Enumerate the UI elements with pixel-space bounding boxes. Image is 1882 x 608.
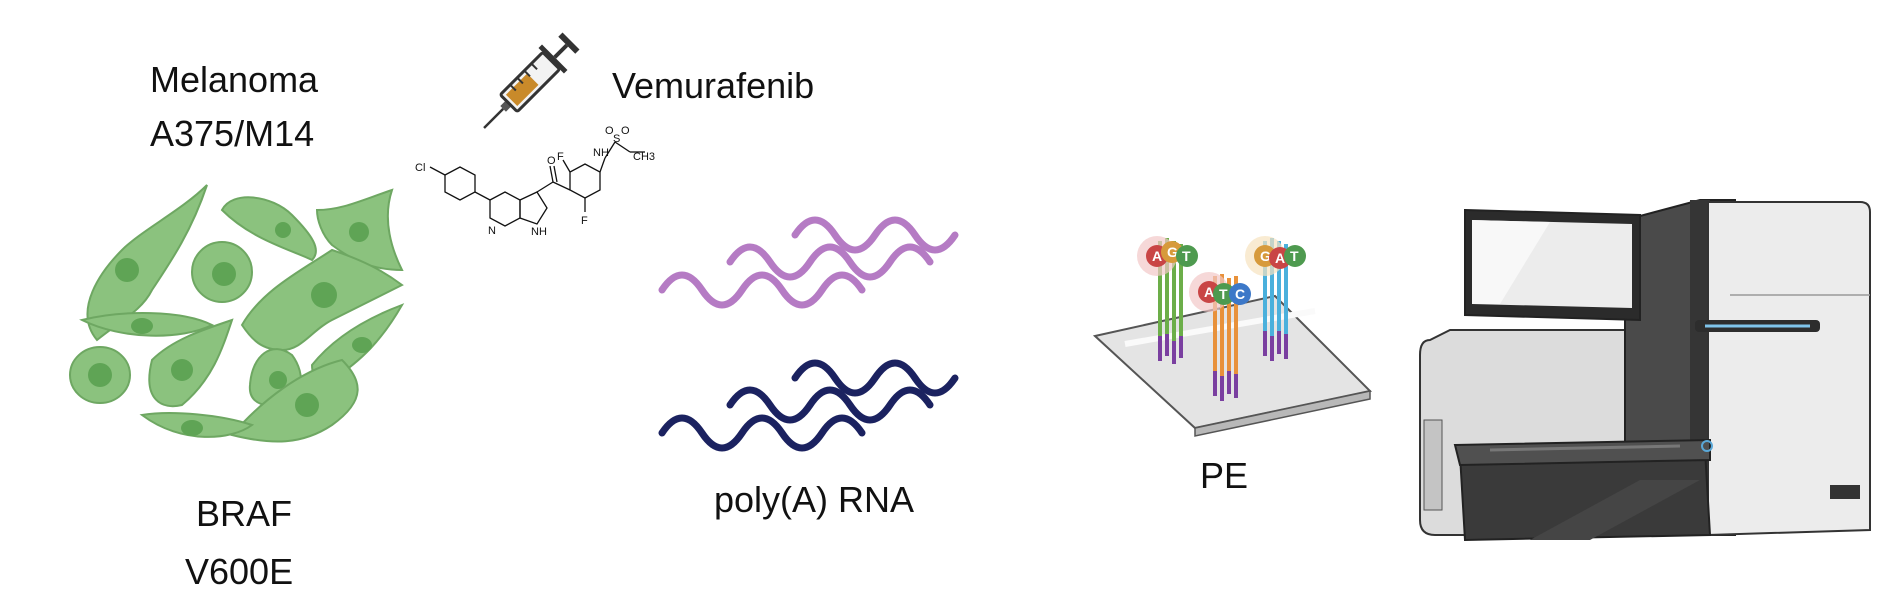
cell-line-name: Melanoma	[150, 59, 319, 100]
chem-cl: Cl	[415, 162, 425, 174]
base-label: A	[1275, 250, 1285, 266]
cell-line-id: A375/M14	[150, 113, 315, 154]
base-label: T	[1290, 248, 1299, 264]
base-label: C	[1235, 286, 1245, 302]
flowcell-illustration: A G T A T C G A T	[1092, 236, 1373, 437]
chem-o2: O	[621, 125, 630, 137]
base-label: T	[1182, 248, 1191, 264]
chem-f-bottom: F	[581, 215, 588, 227]
base-label: A	[1204, 284, 1214, 300]
chem-nh-sulfonamide: NH	[593, 147, 609, 159]
mutation-gene: BRAF	[196, 493, 293, 534]
chem-nh: NH	[531, 226, 547, 238]
chem-o1: O	[605, 125, 614, 137]
mutation-variant: V600E	[185, 551, 294, 592]
rna-label: poly(A) RNA	[714, 479, 915, 520]
cluster-3-bases: G A T	[1245, 236, 1306, 276]
chem-f-top: F	[557, 151, 564, 163]
pe-label: PE	[1200, 455, 1249, 496]
chem-ch3: CH3	[633, 151, 655, 163]
chem-o-carbonyl: O	[547, 155, 556, 167]
cluster-1-bases: A G T	[1137, 236, 1198, 276]
melanoma-cells-illustration	[69, 184, 405, 443]
cluster-2-bases: A T C	[1189, 272, 1251, 312]
vemurafenib-structure-diagram: Cl N NH O F F NH S O O CH3	[415, 125, 655, 238]
drug-name: Vemurafenib	[612, 65, 815, 106]
chem-n: N	[488, 225, 496, 237]
base-label: T	[1219, 286, 1228, 302]
rna-strands-illustration	[658, 216, 959, 452]
base-label: G	[1167, 244, 1178, 260]
chem-s: S	[613, 133, 620, 145]
base-label: A	[1152, 248, 1162, 264]
sequencer-icon	[1419, 199, 1871, 542]
syringe-icon	[483, 32, 580, 129]
base-label: G	[1260, 248, 1271, 264]
